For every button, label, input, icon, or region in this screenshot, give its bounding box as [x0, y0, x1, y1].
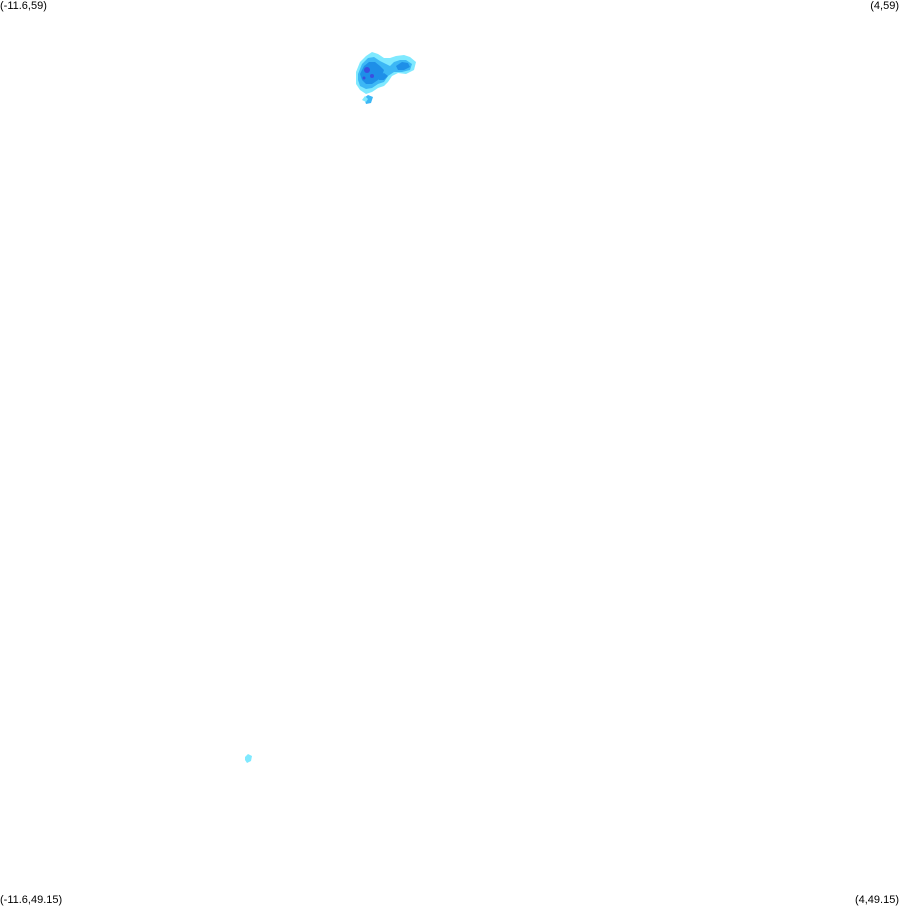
precip-deep-spot	[362, 76, 366, 80]
corner-label-top-right: (4,59)	[870, 0, 899, 12]
precip-strong-area-east	[396, 62, 410, 70]
precipitation-cluster-north	[356, 52, 416, 104]
corner-label-bottom-right: (4,49.15)	[854, 894, 899, 906]
corner-label-top-left: (-11.6,59)	[0, 0, 47, 12]
precip-deep-spot	[370, 74, 374, 78]
precip-deep-spot	[364, 67, 370, 73]
precip-strong-area-small	[378, 73, 388, 80]
corner-label-bottom-left: (-11.6,49.15)	[0, 894, 63, 906]
precip-tail-light	[362, 96, 368, 102]
precipitation-cell-south	[245, 754, 252, 763]
precip-light-area	[245, 754, 252, 763]
